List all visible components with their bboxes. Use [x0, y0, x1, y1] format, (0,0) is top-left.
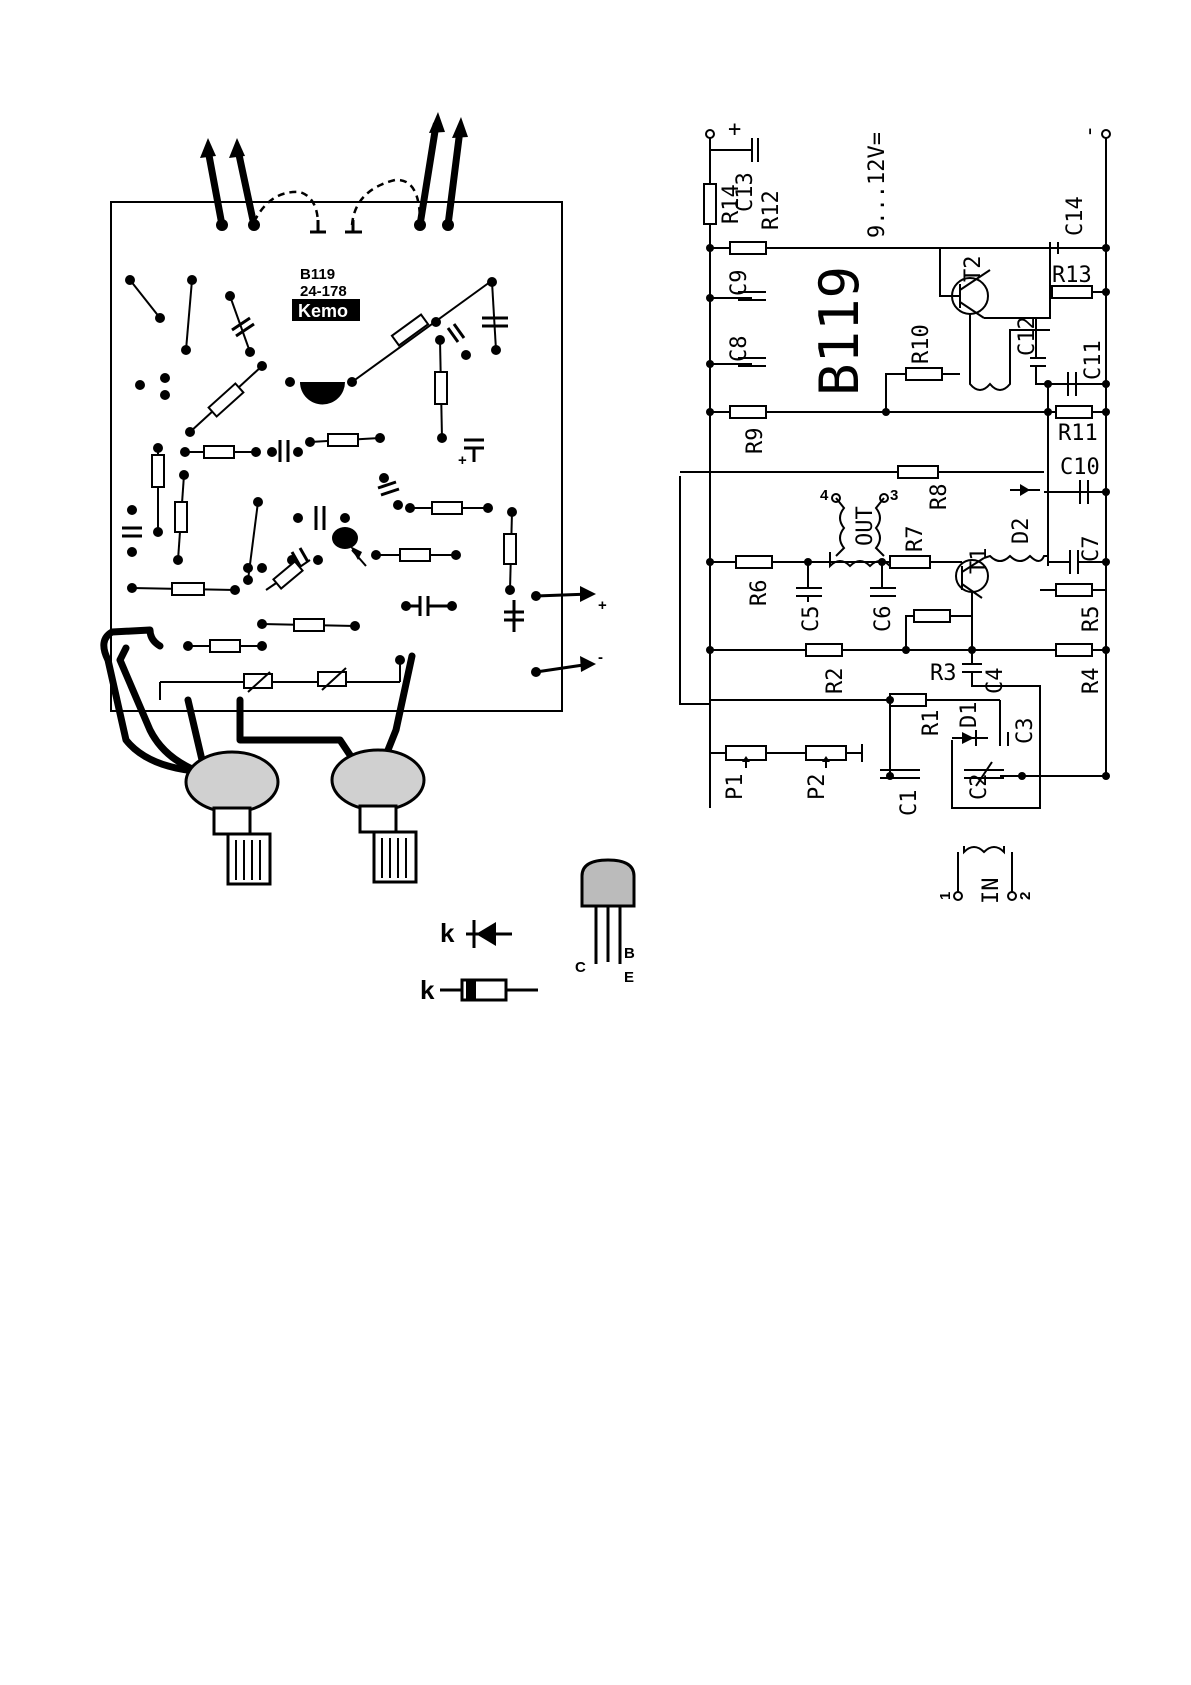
- schematic-label-p2: P2: [805, 774, 830, 801]
- schematic-label-c3: C3: [1013, 718, 1038, 745]
- schematic-label-c10: C10: [1060, 455, 1100, 480]
- potentiometer-1: [186, 752, 278, 884]
- pcb-plus-label: +: [598, 597, 607, 614]
- plus-symbol: +: [728, 117, 741, 142]
- schematic-label-r1: R1: [919, 710, 944, 737]
- schematic-label-c5: C5: [799, 606, 824, 633]
- diode-body-cathode-label: k: [420, 975, 435, 1005]
- kemo-logo: Kemo: [298, 301, 348, 321]
- pin-c-label: C: [575, 959, 586, 976]
- schematic-label-r8: R8: [927, 484, 952, 511]
- schematic-label-r10: R10: [909, 324, 934, 364]
- component-legend: k k C B E: [420, 860, 635, 1005]
- potentiometer-2: [332, 750, 424, 882]
- schematic-label-r3: R3: [930, 661, 957, 686]
- pcb-layout: B119 24-178 Kemo: [104, 112, 607, 884]
- schematic-label-d1: D1: [957, 702, 982, 729]
- schematic-label-c2: C2: [967, 774, 992, 801]
- schematic-label-t1: T1: [967, 548, 992, 575]
- schematic-label-out: OUT: [853, 506, 878, 546]
- schematic-label-r12: R12: [759, 190, 784, 230]
- schematic-label-r9: R9: [743, 428, 768, 455]
- schematic-label-c8: C8: [727, 336, 752, 363]
- schematic: + - 9...12V= B119 C13 R14 R12 C14 C9 C8 …: [680, 117, 1110, 904]
- minus-symbol: -: [1077, 125, 1102, 138]
- schematic-label-c12: C12: [1015, 316, 1040, 356]
- pin-e-label: E: [624, 969, 634, 986]
- schematic-label-in-pin-1: 1: [937, 892, 954, 900]
- schematic-label-r11: R11: [1058, 421, 1098, 446]
- schematic-label-r2: R2: [823, 668, 848, 695]
- schematic-label-in: IN: [979, 878, 1004, 905]
- schematic-label-d2: D2: [1009, 518, 1034, 545]
- pcb-code-label: 24-178: [300, 283, 347, 300]
- schematic-label-r13: R13: [1052, 263, 1092, 288]
- schematic-label-out-pin-3: 3: [890, 487, 898, 504]
- schematic-label-out-pin-4: 4: [820, 487, 829, 504]
- transistor-legend: C B E: [575, 860, 635, 986]
- schematic-label-r6: R6: [747, 580, 772, 607]
- pcb-minus-label: -: [598, 649, 603, 666]
- schematic-label-c6: C6: [871, 606, 896, 633]
- schematic-label-c1: C1: [897, 790, 922, 817]
- schematic-label-c11: C11: [1081, 340, 1106, 380]
- svg-text:+: +: [458, 452, 467, 469]
- pcb-components: +: [122, 275, 524, 700]
- schematic-label-c14: C14: [1063, 196, 1088, 236]
- supply-arrows: + -: [531, 586, 607, 677]
- antenna-arrows: [200, 112, 468, 232]
- schematic-label-r7: R7: [903, 526, 928, 553]
- schematic-label-r4: R4: [1079, 668, 1104, 695]
- pcb-model-label: B119: [300, 266, 335, 283]
- schematic-label-t2: T2: [961, 256, 986, 283]
- schematic-label-in-pin-2: 2: [1017, 892, 1034, 900]
- schematic-label-c9: C9: [727, 270, 752, 297]
- schematic-label-c4: C4: [983, 668, 1008, 695]
- schematic-label-p1: P1: [723, 774, 748, 801]
- supply-voltage-label: 9...12V=: [865, 132, 890, 238]
- schematic-label-r5: R5: [1079, 606, 1104, 633]
- diode-cathode-label: k: [440, 918, 455, 948]
- schematic-label-c7: C7: [1079, 536, 1104, 563]
- schematic-title: B119: [808, 266, 871, 396]
- pin-b-label: B: [624, 945, 635, 962]
- schematic-label-r14: R14: [719, 184, 744, 224]
